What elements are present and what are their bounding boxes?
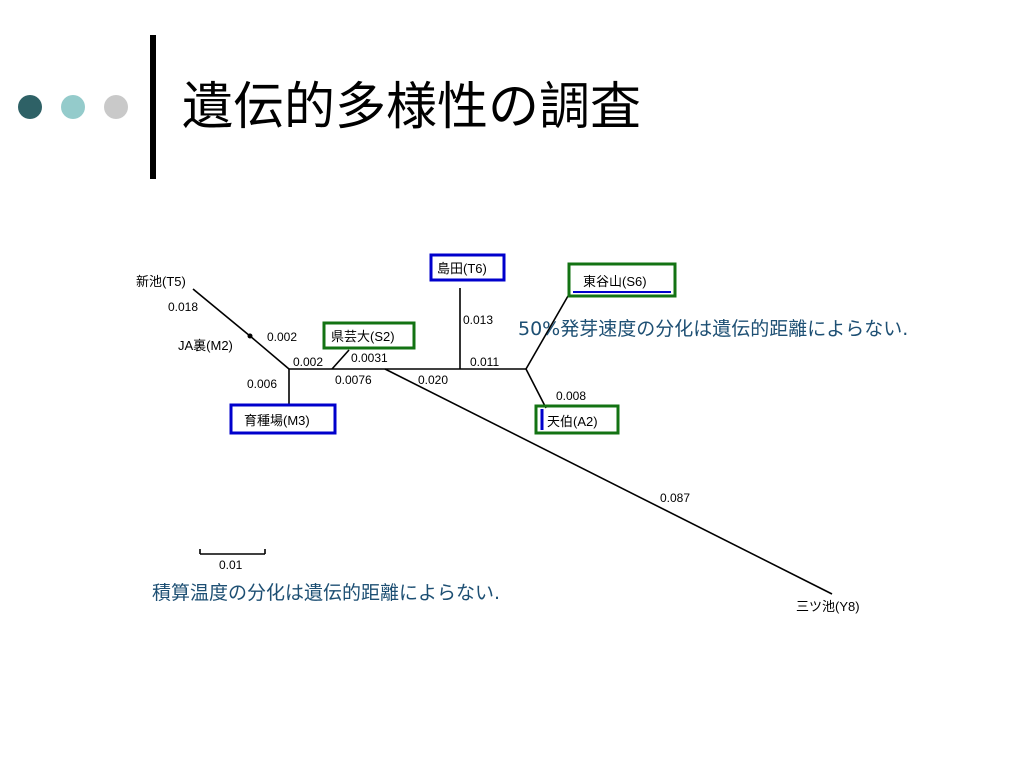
length-A2: 0.008 <box>556 389 586 403</box>
box-T6 <box>429 253 506 282</box>
label-M3: 育種場(M3) <box>244 413 310 428</box>
label-T5: 新池(T5) <box>136 274 186 289</box>
note-germination: 50%発芽速度の分化は遺伝的距離によらない. <box>518 318 909 340</box>
label-S2: 県芸大(S2) <box>331 329 395 344</box>
label-A2: 天伯(A2) <box>547 414 598 429</box>
label-M2: JA裏(M2) <box>178 338 233 353</box>
length-inner-right: 0.011 <box>470 355 499 369</box>
box-S2 <box>322 321 416 350</box>
label-Y8: 三ツ池(Y8) <box>796 599 860 614</box>
title-divider <box>150 35 156 179</box>
slide-title: 遺伝的多様性の調査 <box>182 78 642 137</box>
box-M3 <box>229 403 337 435</box>
label-S6: 東谷山(S6) <box>583 274 647 289</box>
node-M2-point <box>247 333 253 339</box>
note-temperature: 積算温度の分化は遺伝的距離によらない. <box>152 582 501 604</box>
branch-Y8 <box>384 368 833 595</box>
branch-S6 <box>525 295 569 370</box>
length-T5: 0.018 <box>168 300 198 314</box>
length-S2: 0.0031 <box>351 351 388 365</box>
length-M3: 0.006 <box>247 377 277 391</box>
box-A2 <box>534 404 620 435</box>
length-Y8: 0.087 <box>660 491 690 505</box>
scale-bar <box>199 549 266 555</box>
length-M2: 0.002 <box>267 330 297 344</box>
branch-T5 <box>192 288 251 337</box>
length-inner-left: 0.002 <box>293 355 323 369</box>
tree-branches <box>192 288 833 595</box>
label-T6: 島田(T6) <box>437 261 487 276</box>
box-S6 <box>567 262 677 298</box>
bullet-dot-light <box>61 95 85 119</box>
branch-S2 <box>331 349 350 370</box>
branch-T5-lower <box>249 335 290 370</box>
length-T6: 0.013 <box>463 313 493 327</box>
length-inner-mid: 0.020 <box>418 373 448 387</box>
bullet-dot-dark <box>18 95 42 119</box>
branch-A2 <box>525 368 547 409</box>
scale-bar-label: 0.01 <box>219 558 243 572</box>
length-inner-S2: 0.0076 <box>335 373 372 387</box>
bullet-dot-gray <box>104 95 128 119</box>
